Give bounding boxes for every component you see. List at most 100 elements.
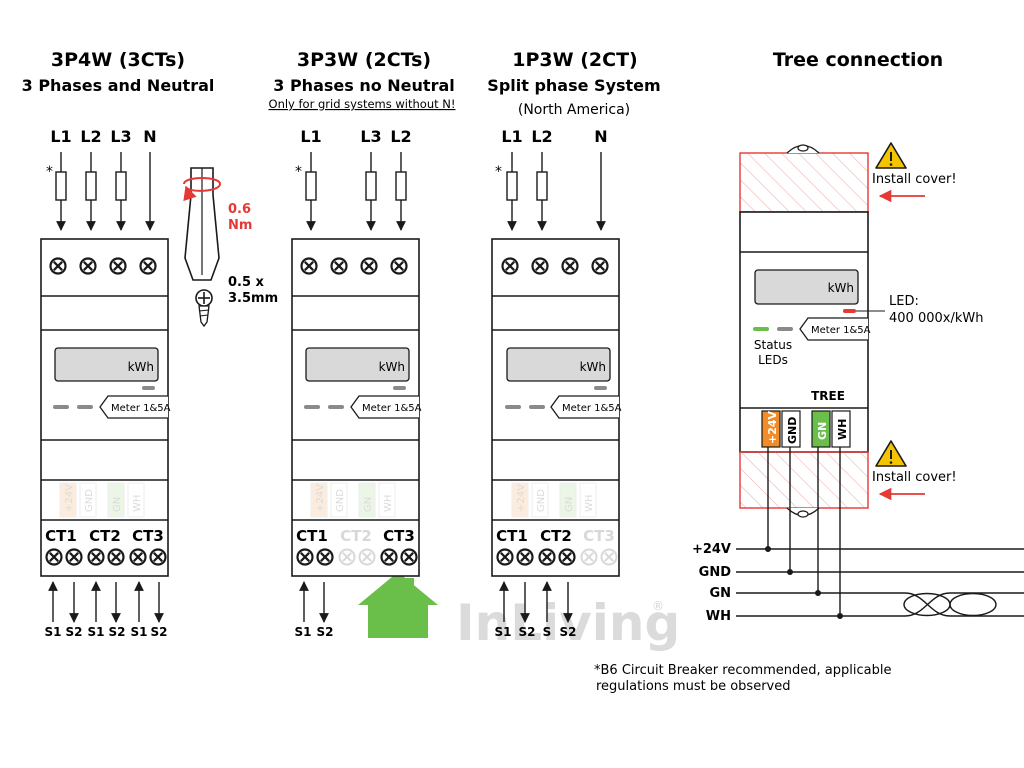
- torque-unit: Nm: [228, 218, 252, 233]
- tree-drop-wires: [767, 447, 841, 616]
- watermark-registered-mark: ®: [652, 599, 664, 613]
- ct3-label-unused: CT3: [583, 527, 615, 545]
- fuses: [305, 171, 407, 201]
- sensor-labels: S1 S2 S S2: [495, 625, 577, 639]
- top-cover: [739, 144, 869, 213]
- sensor-label: S1: [45, 625, 62, 639]
- sensor-label: S1: [88, 625, 105, 639]
- faded-terminal-wh: WH: [132, 495, 143, 512]
- warning-icon: [875, 142, 907, 169]
- bus-label-wh: WH: [706, 609, 731, 624]
- line-label-l1: L1: [501, 127, 522, 146]
- ct-wires: [499, 581, 573, 623]
- breaker-asterisk: *: [46, 164, 53, 180]
- line-label-l2: L2: [531, 127, 552, 146]
- ct-tag: Meter 1&5A: [362, 403, 422, 414]
- faded-terminal-gnd: GND: [84, 489, 95, 512]
- ct1-label: CT1: [496, 527, 528, 545]
- ct1-label: CT1: [296, 527, 328, 545]
- section-subtitle: 3 Phases and Neutral: [22, 76, 215, 95]
- ct3-label: CT3: [383, 527, 415, 545]
- meter-device: kWh Meter 1&5A +24V GND GN WH CT1 CT2 CT…: [40, 238, 171, 577]
- install-cover-warning: Install cover!: [872, 470, 957, 485]
- breaker-asterisk: *: [495, 164, 502, 180]
- kwh-display-unit: kWh: [379, 360, 405, 374]
- status-leds-label-line2: LEDs: [758, 353, 788, 367]
- sensor-label: S2: [317, 625, 334, 639]
- terminal-gn: GN: [816, 422, 829, 440]
- supply-wires: [56, 152, 155, 231]
- meter-device: kWh Meter 1&5A +24V GND GN WH CT1 CT2 CT…: [491, 238, 622, 577]
- ct2-label: CT2: [89, 527, 121, 545]
- section-3p4w: 3P4W (3CTs) 3 Phases and Neutral L1 L2 L…: [22, 49, 215, 639]
- section-3p3w: 3P3W (2CTs) 3 Phases no Neutral Only for…: [269, 49, 456, 639]
- bottom-cover: [739, 451, 869, 518]
- sensor-label: S2: [519, 625, 536, 639]
- tree-port-label: TREE: [811, 389, 845, 403]
- faded-tree-terminals: +24V GND GN WH: [511, 482, 597, 518]
- kwh-display-unit: kWh: [828, 281, 854, 295]
- sensor-labels: S1 S2 S1 S2 S1 S2: [45, 625, 168, 639]
- bus-label-24v: +24V: [692, 542, 731, 557]
- section-title: 3P3W (2CTs): [297, 49, 431, 71]
- bus-label-gn: GN: [709, 586, 731, 601]
- torque-value: 0.6: [228, 202, 251, 217]
- line-label-l3: L3: [360, 127, 381, 146]
- sensor-labels: S1 S2: [295, 625, 334, 639]
- line-label-l2: L2: [80, 127, 101, 146]
- ct-tag: Meter 1&5A: [562, 403, 622, 414]
- screw-icon: [195, 289, 213, 328]
- ct3-label: CT3: [132, 527, 164, 545]
- ct1-label: CT1: [45, 527, 77, 545]
- line-label-l2: L2: [390, 127, 411, 146]
- sensor-label: S2: [151, 625, 168, 639]
- line-label-n: N: [594, 127, 607, 146]
- fuses: [55, 171, 127, 201]
- line-label-l3: L3: [110, 127, 131, 146]
- sensor-label: S1: [131, 625, 148, 639]
- faded-terminal-24v: +24V: [64, 484, 75, 512]
- kwh-display-unit: kWh: [128, 360, 154, 374]
- faded-terminal-gn: GN: [112, 497, 123, 512]
- bus-label-gnd: GND: [699, 565, 732, 580]
- section-region: (North America): [518, 102, 630, 118]
- terminal-gnd: GND: [786, 417, 799, 444]
- faded-terminal-24v: +24V: [315, 484, 326, 512]
- tree-meter-device: kWh Meter 1&5A Status LEDs TREE +24V GND…: [739, 211, 871, 453]
- warning-icon: [875, 440, 907, 467]
- bus-lines: [736, 548, 1024, 617]
- kwh-display-unit: kWh: [580, 360, 606, 374]
- watermark-logo: InLiving ®: [358, 572, 680, 652]
- blade-size-line2: 3.5mm: [228, 291, 278, 306]
- terminal-wh: WH: [836, 419, 849, 440]
- led-label: LED:: [889, 294, 919, 309]
- section-title: 1P3W (2CT): [512, 49, 637, 71]
- line-label-l1: L1: [300, 127, 321, 146]
- bus-labels: +24V GND GN WH: [692, 542, 731, 624]
- faded-terminal-wh: WH: [584, 495, 595, 512]
- house-icon: [358, 572, 438, 638]
- section-title: 3P4W (3CTs): [51, 49, 185, 71]
- blade-size-line1: 0.5 x: [228, 275, 265, 290]
- section-subtitle: 3 Phases no Neutral: [273, 76, 455, 95]
- supply-wires: [507, 152, 606, 231]
- ct-wires: [299, 581, 329, 623]
- section-title: Tree connection: [773, 49, 943, 71]
- ct-tag: Meter 1&5A: [811, 325, 871, 336]
- status-leds-label-line1: Status: [754, 338, 792, 352]
- sensor-label: S2: [560, 625, 577, 639]
- faded-tree-terminals: +24V GND GN WH: [310, 482, 396, 518]
- faded-terminal-gn: GN: [564, 497, 575, 512]
- sensor-label: S2: [109, 625, 126, 639]
- bus-junctions: [765, 546, 843, 619]
- sensor-label: S1: [495, 625, 512, 639]
- meter-device: kWh Meter 1&5A +24V GND GN WH CT1 CT2 CT…: [291, 238, 422, 577]
- faded-terminal-gnd: GND: [335, 489, 346, 512]
- supply-wires: [306, 152, 406, 231]
- screwdriver-illustration: 0.6 Nm 0.5 x 3.5mm: [183, 167, 278, 328]
- faded-terminal-gn: GN: [363, 497, 374, 512]
- line-label-l1: L1: [50, 127, 71, 146]
- faded-tree-terminals: +24V GND GN WH: [59, 482, 145, 518]
- sensor-label: S: [543, 625, 552, 639]
